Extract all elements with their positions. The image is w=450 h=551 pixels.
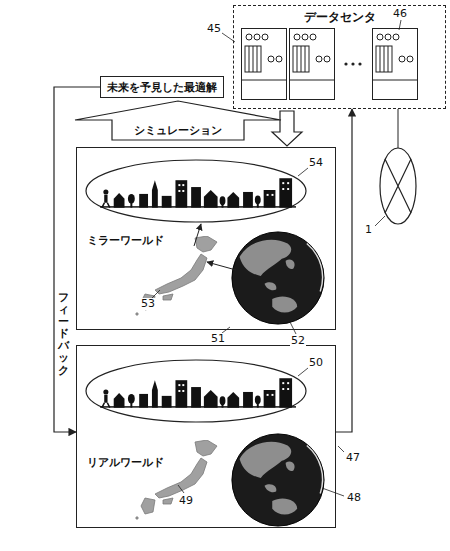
result-box: 未来を予見した最適解 [100, 76, 224, 98]
callout-number: 53 [140, 298, 156, 310]
callout-number: 48 [346, 492, 362, 504]
callout-number: 52 [290, 335, 306, 347]
datacenter-box: データセンタ [233, 5, 446, 109]
callout-number: 47 [345, 452, 361, 464]
arrow-shape [75, 101, 281, 140]
callout-number: 54 [308, 157, 324, 169]
node-label: ミラーワールド [87, 234, 164, 247]
real-world-panel: リアルワールド [76, 345, 336, 528]
callout-number: 1 [364, 224, 373, 236]
block-arrow [272, 111, 302, 146]
node-label: リアルワールド [87, 456, 164, 469]
callout-number: 51 [210, 333, 226, 345]
callout-number: 50 [308, 357, 324, 369]
flow-line [54, 87, 100, 432]
box-title: データセンタ [304, 10, 376, 24]
callout-number: 49 [178, 495, 194, 507]
node-label: シミュレーション [134, 124, 222, 137]
edge-label: フィードバック [58, 292, 69, 377]
simulation-arrow: シミュレーション [74, 100, 282, 141]
mirror-world-panel: ミラーワールド [76, 147, 336, 330]
callout-number: 45 [206, 23, 222, 35]
callout-number: 46 [392, 8, 408, 20]
flow-line [336, 109, 352, 432]
node-label: 未来を予見した最適解 [107, 81, 217, 94]
